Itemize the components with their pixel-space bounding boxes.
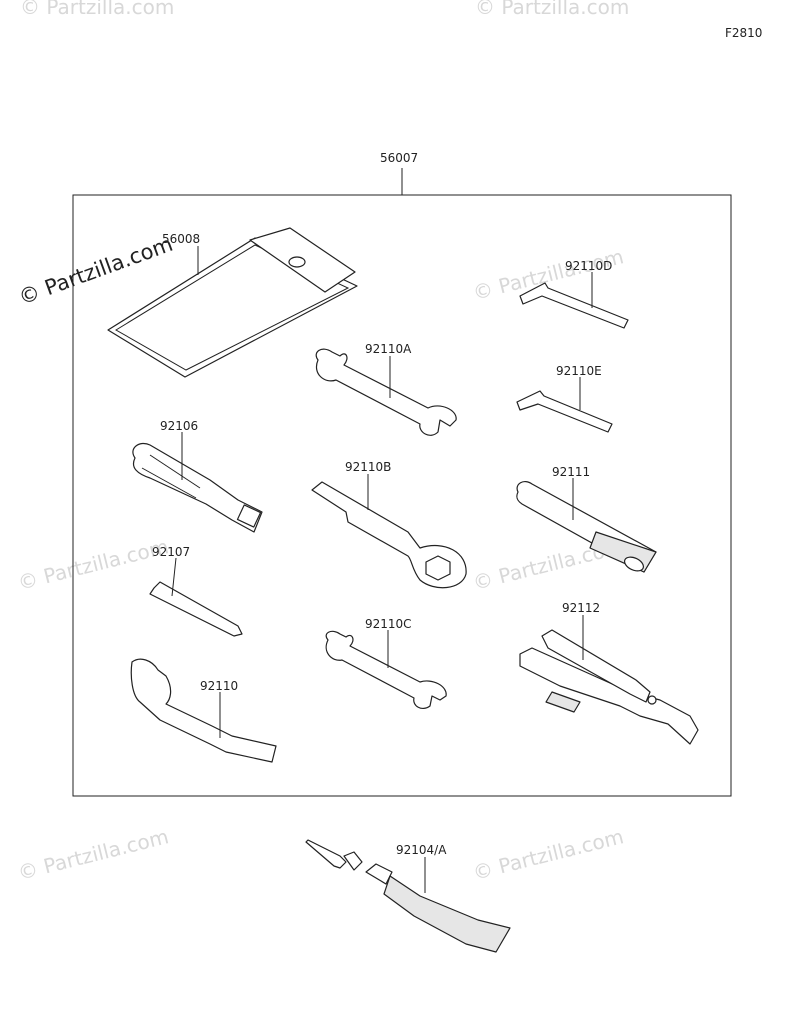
- part-92110[interactable]: 92110: [130, 658, 277, 763]
- part-92107[interactable]: 92107: [149, 545, 243, 637]
- nozzle-tip-icon: [305, 839, 347, 869]
- part-label-92110: 92110: [200, 679, 238, 693]
- tube-opening-icon: [623, 556, 645, 572]
- part-92111[interactable]: 92111: [516, 465, 657, 574]
- part-label-92110D: 92110D: [565, 259, 612, 273]
- hex-key-icon: [516, 390, 613, 433]
- part-label-92111: 92111: [552, 465, 590, 479]
- hex-ring-icon: [425, 555, 451, 581]
- watermark-text: © Partzilla.com: [470, 824, 626, 885]
- pliers-icon: [519, 647, 699, 745]
- watermark-text: © Partzilla.com: [20, 0, 174, 19]
- tube-neck-icon: [365, 863, 393, 885]
- part-label-56008: 56008: [162, 232, 200, 246]
- part-56008[interactable]: 56008: [107, 227, 358, 378]
- part-92110E[interactable]: 92110E: [516, 364, 613, 433]
- handle-grip-line: [149, 454, 201, 489]
- watermark-text: © Partzilla.com: [15, 824, 171, 885]
- pliers-grip-pattern: [545, 691, 581, 713]
- part-label-92110B: 92110B: [345, 460, 391, 474]
- kit-frame: [72, 194, 732, 797]
- part-label-92106: 92106: [160, 419, 198, 433]
- hex-key-icon: [519, 282, 629, 329]
- nozzle-cap-icon: [343, 851, 363, 871]
- grease-tube-icon: [383, 875, 511, 953]
- wrench-icon: [325, 630, 447, 710]
- part-92112[interactable]: 92112: [519, 601, 699, 745]
- hook-spanner-icon: [130, 658, 277, 763]
- watermarks: © Partzilla.com © Partzilla.com © Partzi…: [15, 0, 629, 885]
- pliers-pivot-icon: [647, 695, 657, 705]
- parent-label: 56007: [380, 151, 418, 165]
- part-label-92110C: 92110C: [365, 617, 412, 631]
- leader-line: [171, 557, 177, 597]
- figure-code: F2810: [725, 26, 762, 40]
- wrench-icon: [315, 348, 457, 436]
- watermark-overlay: © Partzilla.com: [16, 232, 176, 310]
- pliers-upper-handle: [541, 629, 651, 703]
- screwdriver-bit-icon: [149, 581, 243, 637]
- socket-icon: [236, 504, 262, 528]
- part-92110C[interactable]: 92110C: [325, 617, 447, 710]
- part-label-92107: 92107: [152, 545, 190, 559]
- part-label-92104A: 92104/A: [396, 843, 447, 857]
- watermark-text: © Partzilla.com: [15, 534, 171, 595]
- part-92110A[interactable]: 92110A: [315, 342, 457, 436]
- tool-bag-icon: [107, 237, 358, 378]
- watermark-text: © Partzilla.com: [475, 0, 629, 19]
- part-92104A[interactable]: 92104/A: [305, 839, 511, 953]
- part-label-92110A: 92110A: [365, 342, 412, 356]
- part-92110D[interactable]: 92110D: [519, 259, 629, 329]
- snap-button-icon: [288, 256, 306, 268]
- tool-bag-seam: [115, 244, 350, 371]
- part-92106[interactable]: 92106: [132, 419, 263, 533]
- handle-grip-line: [141, 467, 197, 499]
- part-92110B[interactable]: 92110B: [311, 460, 467, 589]
- part-label-92112: 92112: [562, 601, 600, 615]
- part-label-92110E: 92110E: [556, 364, 602, 378]
